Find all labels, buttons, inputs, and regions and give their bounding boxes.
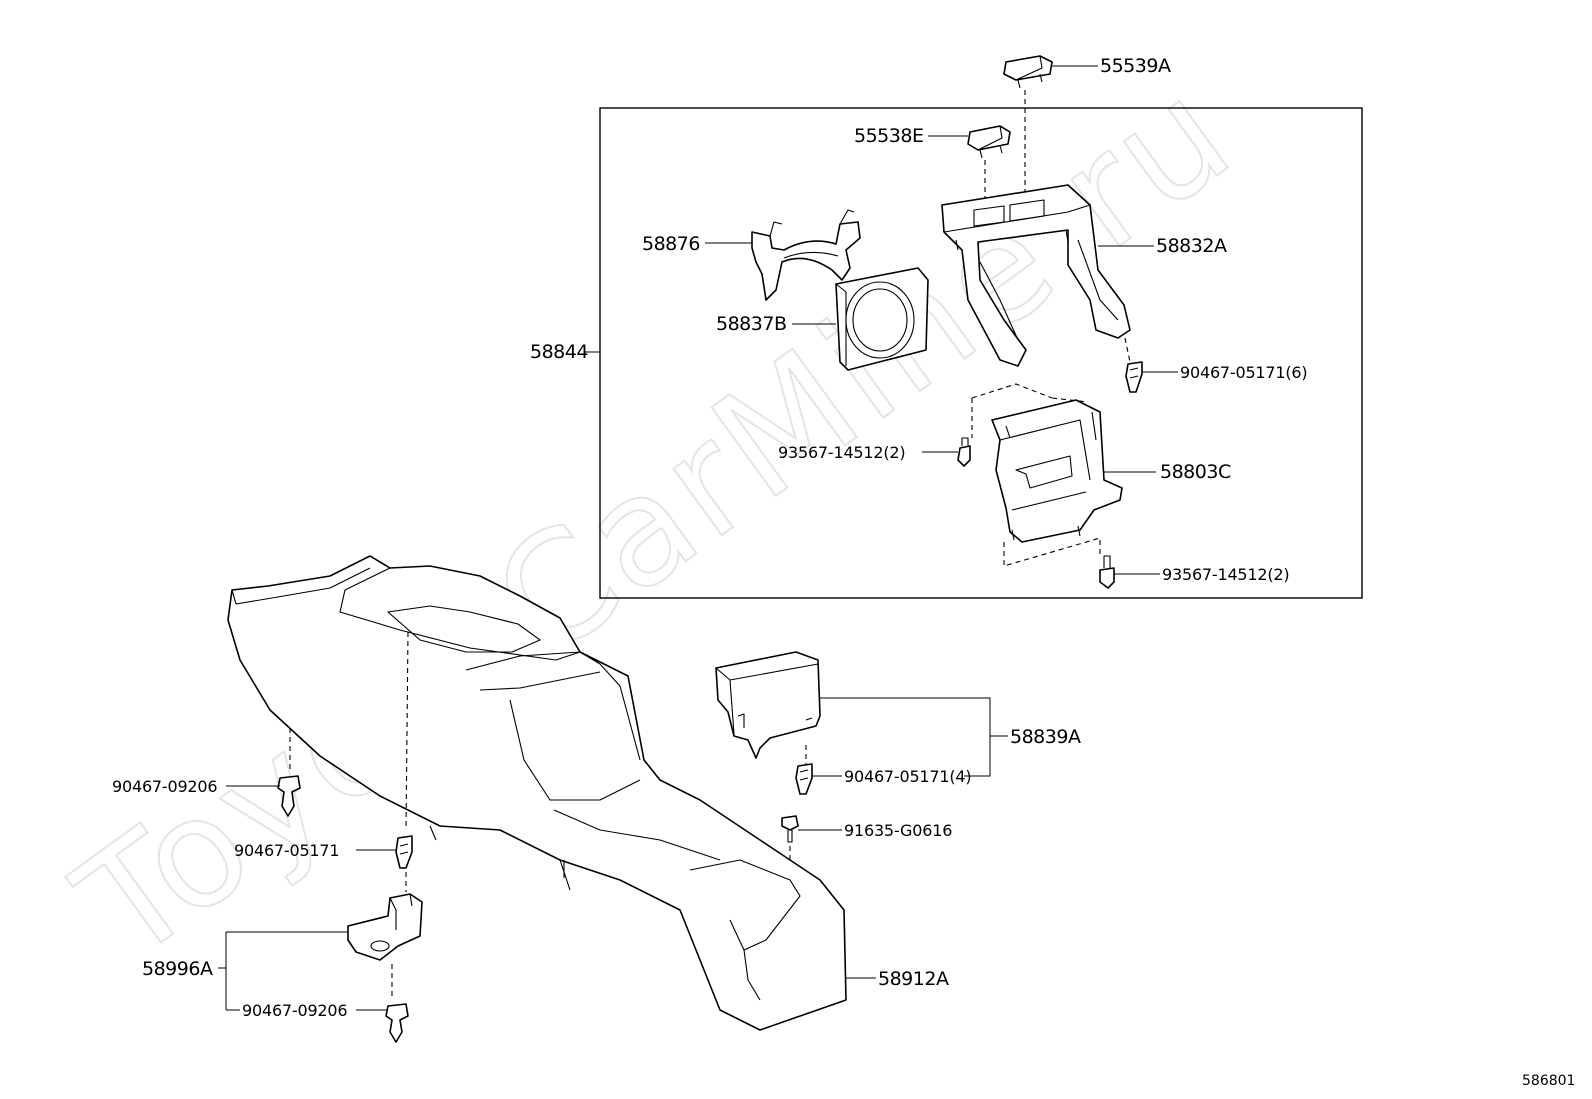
label-58996A: 58996A [142, 958, 213, 980]
dash-58803C-bottom [1003, 537, 1101, 567]
label-55538E: 55538E [854, 125, 923, 147]
label-90467-05171: 90467-05171 [234, 841, 339, 860]
label-58803C: 58803C [1160, 461, 1231, 483]
console-58912A-drawing [227, 555, 847, 1031]
label-90467-09206-lower: 90467-09206 [242, 1001, 347, 1020]
label-90467-09206-upper: 90467-09206 [112, 777, 217, 796]
clip-90467-05171-4-drawing [795, 763, 813, 795]
label-93567-14512-2-lower: 93567-14512(2) [1162, 565, 1289, 584]
clip-90467-05171-6-drawing [1125, 361, 1143, 393]
screw-93567-14512-lower-drawing [1099, 555, 1115, 589]
assembly-box-58844 [599, 107, 1363, 599]
label-58839A: 58839A [1010, 726, 1081, 748]
clip-90467-05171-drawing [395, 835, 413, 869]
dash-clip-6 [1124, 337, 1131, 363]
label-91635-G0616: 91635-G0616 [844, 821, 952, 840]
dash-58803C-top [971, 383, 1089, 438]
dash-58996A [391, 872, 407, 1000]
cover-58839A-drawing [715, 651, 821, 759]
bezel-58832A-drawing [941, 184, 1131, 367]
label-58832A: 58832A [1156, 235, 1227, 257]
label-55539A: 55539A [1100, 55, 1171, 77]
cap-55538E-drawing [967, 125, 1011, 159]
label-58837B: 58837B [716, 313, 786, 335]
screw-93567-14512-upper-drawing [957, 437, 971, 467]
dash-console-center [405, 631, 409, 831]
leader-58839A [820, 697, 1008, 777]
diagram-id: 586801 [1522, 1073, 1575, 1089]
label-93567-14512-2-upper: 93567-14512(2) [778, 443, 905, 462]
leader-58996A [218, 931, 348, 1011]
label-58876: 58876 [642, 233, 700, 255]
label-90467-05171-4: 90467-05171(4) [844, 767, 971, 786]
label-90467-05171-6: 90467-05171(6) [1180, 363, 1307, 382]
clip-90467-09206-lower-drawing [385, 1003, 409, 1043]
ring-58837B-drawing [835, 267, 929, 371]
bracket-58876-drawing [751, 209, 861, 301]
holder-58803C-drawing [991, 399, 1123, 543]
cap-55539A-drawing [1003, 55, 1053, 89]
bracket-58996A-drawing [347, 893, 423, 961]
label-58844: 58844 [530, 341, 588, 363]
label-58912A: 58912A [878, 968, 949, 990]
bolt-91635-G0616-drawing [781, 815, 799, 843]
clip-90467-09206-upper-drawing [277, 775, 301, 817]
